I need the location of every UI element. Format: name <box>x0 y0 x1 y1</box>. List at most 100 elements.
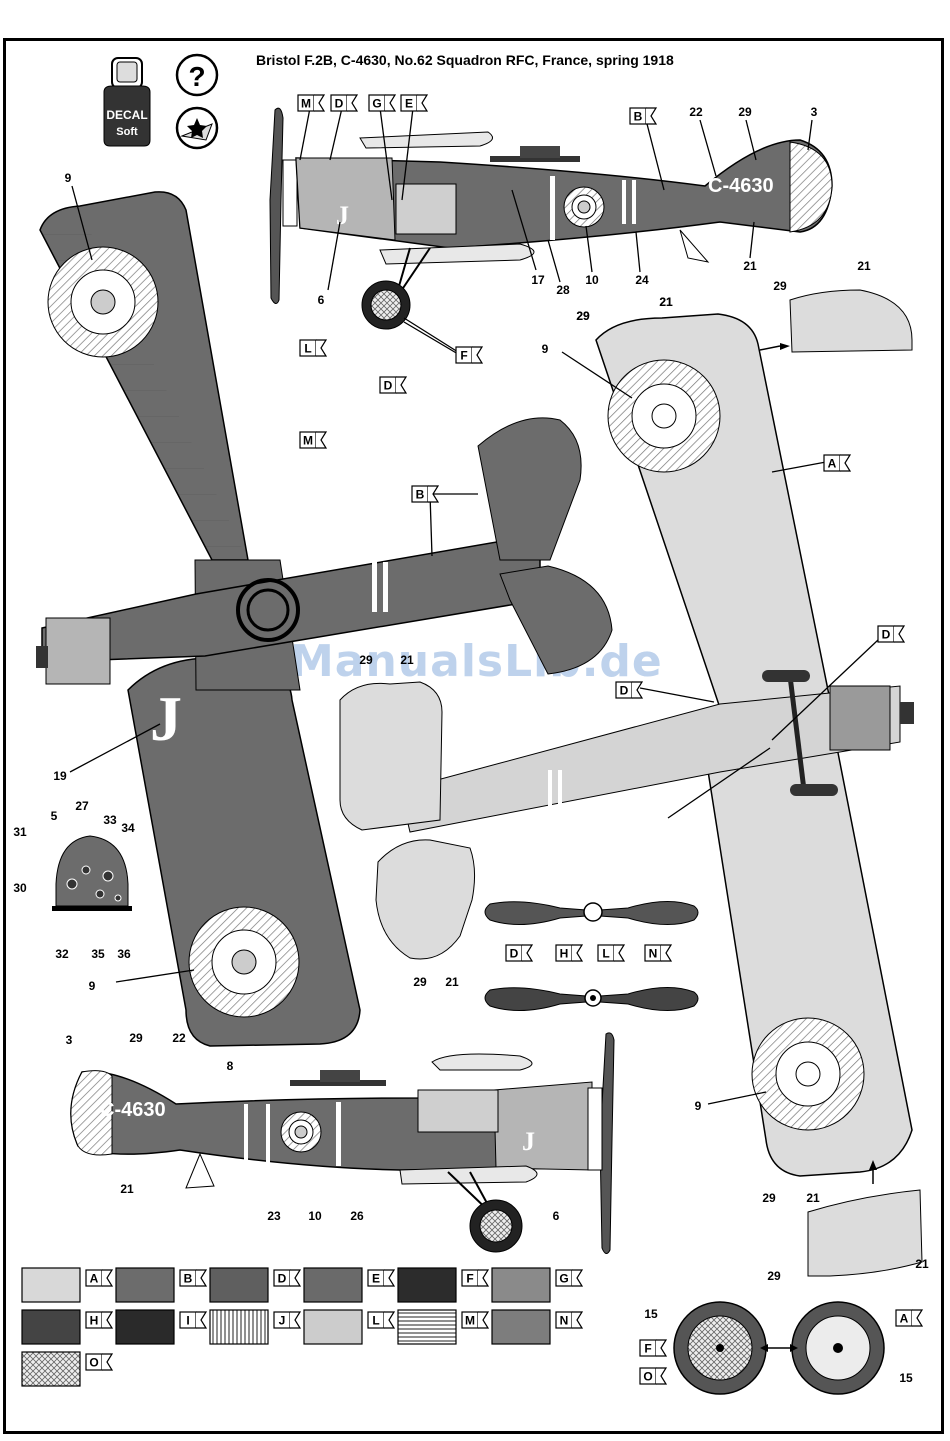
swatch-e: E <box>303 1267 396 1303</box>
callout-number: 17 <box>531 273 545 287</box>
callout-letter-text: D <box>510 947 519 961</box>
callout-letter-n: N <box>555 1311 584 1329</box>
callout-letter-text: M <box>303 434 313 448</box>
callout-number: 3 <box>66 1033 73 1047</box>
lower-wing-bottom-view <box>339 313 914 1177</box>
callout-number: 29 <box>767 1269 781 1283</box>
callout-number: 6 <box>553 1209 560 1223</box>
decal-soft-bottle-icon: DECAL Soft <box>103 57 151 147</box>
callout-number: 21 <box>659 295 673 309</box>
callout-letter-b: B <box>179 1269 208 1287</box>
swatch-g: G <box>491 1267 584 1303</box>
callout-number: 19 <box>53 769 67 783</box>
swatch-m: M <box>397 1309 490 1345</box>
callout-number: 9 <box>695 1099 702 1113</box>
callout-number: 29 <box>576 309 590 323</box>
callout-letter-d: D <box>877 625 906 643</box>
callout-number: 9 <box>89 979 96 993</box>
swatch-f: F <box>397 1267 490 1303</box>
callout-letter-f: F <box>639 1339 668 1357</box>
callout-letter-text: A <box>90 1272 99 1286</box>
help-question-icon: ? <box>175 53 219 97</box>
callout-letter-l: L <box>367 1311 396 1329</box>
callout-letter-text: D <box>620 684 629 698</box>
callout-letter-b: B <box>629 107 658 125</box>
callout-letter-d: D <box>615 681 644 699</box>
bottom-profile-code-letter: J <box>522 1127 535 1156</box>
callout-number: 3 <box>811 105 818 119</box>
upper-wing-top-view: J <box>39 191 361 1047</box>
callout-letter-text: G <box>372 97 381 111</box>
callout-letter-j: J <box>273 1311 302 1329</box>
swatch-j: J <box>209 1309 302 1345</box>
callout-letter-text: N <box>560 1314 569 1328</box>
callout-number: 21 <box>445 975 459 989</box>
callout-letter-text: M <box>301 97 311 111</box>
callout-letter-text: M <box>465 1314 475 1328</box>
callout-number: 15 <box>899 1371 913 1385</box>
callout-number: 6 <box>318 293 325 307</box>
bottom-profile-serial: C-4630 <box>100 1099 166 1121</box>
callout-letter-text: G <box>559 1272 568 1286</box>
tail-detail-lower <box>807 1160 923 1277</box>
callout-letter-n: N <box>644 944 673 962</box>
callout-letter-l: L <box>299 339 328 357</box>
callout-number: 21 <box>915 1257 929 1271</box>
callout-number: 29 <box>773 279 787 293</box>
callout-letter-text: D <box>335 97 344 111</box>
callout-number: 5 <box>51 809 58 823</box>
callout-letter-text: J <box>279 1314 286 1328</box>
callout-number: 15 <box>644 1307 658 1321</box>
callout-letter-text: N <box>649 947 658 961</box>
swatch-n: N <box>491 1309 584 1345</box>
callout-letter-text: F <box>460 349 467 363</box>
callout-number: 22 <box>689 105 703 119</box>
top-profile-serial: C-4630 <box>708 175 774 197</box>
propeller-lower <box>484 986 699 1012</box>
upper-wing-code-letter: J <box>150 683 182 754</box>
decal-badge-line1: DECAL <box>106 108 147 122</box>
callout-number: 28 <box>556 283 570 297</box>
decal-badge-line2: Soft <box>116 126 138 138</box>
callout-letter-text: A <box>828 457 837 471</box>
callout-number: 23 <box>267 1209 281 1223</box>
callout-number: 22 <box>172 1031 186 1045</box>
callout-letter-text: E <box>372 1272 380 1286</box>
callout-letter-a: A <box>823 454 852 472</box>
callout-number: 30 <box>13 881 27 895</box>
callout-letter-g: G <box>368 94 397 112</box>
callout-letter-e: E <box>367 1269 396 1287</box>
callout-letter-text: A <box>900 1312 909 1326</box>
callout-letter-text: D <box>278 1272 287 1286</box>
callout-number: 29 <box>576 309 590 323</box>
callout-number: 36 <box>117 947 131 961</box>
instrument-panel <box>52 835 132 911</box>
swatch-i: I <box>115 1309 208 1345</box>
callout-letter-d: D <box>273 1269 302 1287</box>
callout-letter-i: I <box>179 1311 208 1329</box>
callout-letter-m: M <box>299 431 328 449</box>
callout-number: 29 <box>762 1191 776 1205</box>
callout-number: 27 <box>75 799 89 813</box>
callout-letter-o: O <box>85 1353 114 1371</box>
callout-number: 9 <box>65 171 72 185</box>
callout-letter-d: D <box>330 94 359 112</box>
swatch-b: B <box>115 1267 208 1303</box>
page-title: Bristol F.2B, C-4630, No.62 Squadron RFC… <box>256 52 674 68</box>
callout-number: 21 <box>400 653 414 667</box>
callout-letter-m: M <box>461 1311 490 1329</box>
callout-letter-o: O <box>639 1367 668 1385</box>
callout-letter-f: F <box>455 346 484 364</box>
callout-number: 8 <box>227 1059 234 1073</box>
top-profile-code-letter: J <box>336 201 349 230</box>
callout-letter-text: B <box>184 1272 193 1286</box>
callout-number: 21 <box>659 295 673 309</box>
callout-letter-l: L <box>597 944 626 962</box>
callout-letter-text: D <box>882 628 891 642</box>
callout-letter-b: B <box>411 485 440 503</box>
callout-letter-text: B <box>634 110 643 124</box>
callout-letter-text: B <box>416 488 425 502</box>
